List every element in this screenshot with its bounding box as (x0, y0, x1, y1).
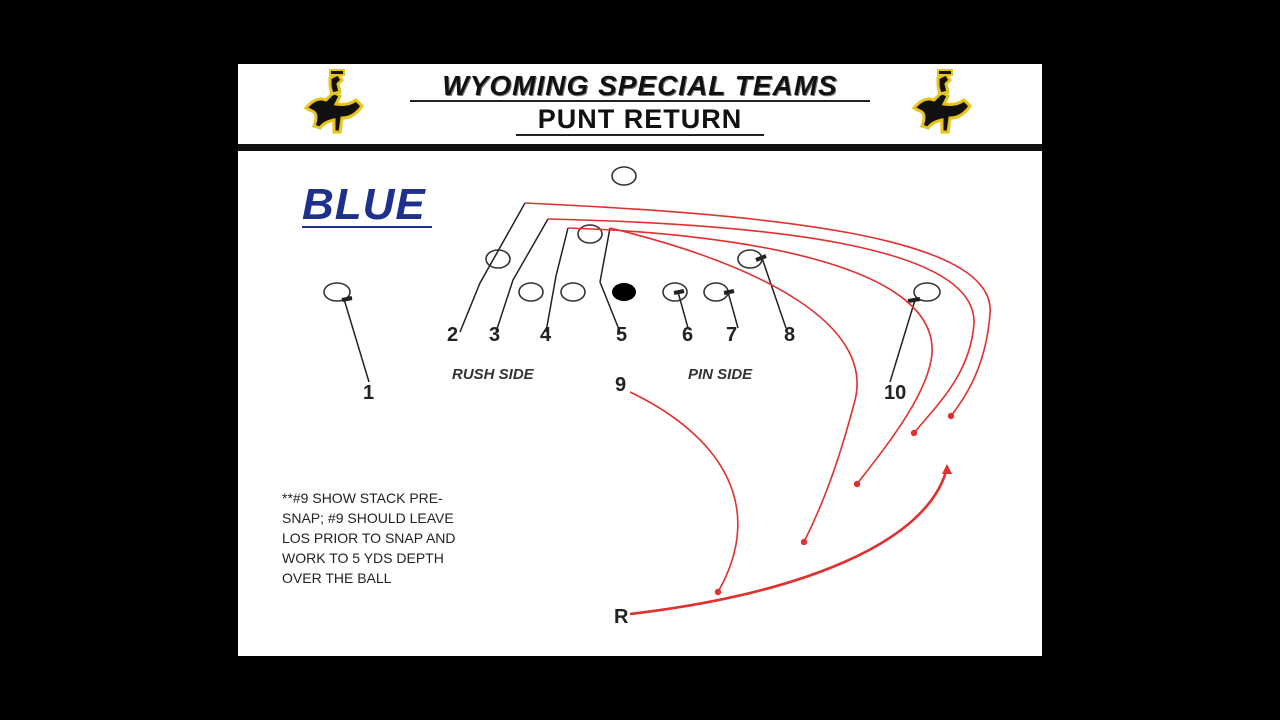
route-endpoints (942, 464, 952, 474)
bucking-horse-logo-right (911, 69, 972, 134)
pin-side-label: PIN SIDE (688, 366, 753, 383)
player-10-label: 10 (884, 382, 907, 404)
route-player-4 (567, 227, 933, 488)
block-marks (341, 254, 921, 303)
player-9-label: 9 (615, 374, 627, 396)
line-player-6 (677, 291, 689, 329)
player-8-label: 8 (784, 324, 796, 346)
line-player-1 (343, 298, 370, 383)
header-subtitle-underline (516, 134, 764, 136)
return-routes (524, 202, 991, 616)
returner-label: R (614, 606, 629, 628)
player-2-label: 2 (447, 324, 459, 346)
gunner-left-oval (323, 282, 351, 302)
guard-right-oval (662, 282, 688, 302)
player-3-label: 3 (489, 324, 501, 346)
slide: WYOMING SPECIAL TEAMS PUNT RETURN (238, 64, 1042, 656)
assignment-lines (343, 202, 916, 383)
line-player-7 (727, 291, 739, 329)
gunner-right-oval (913, 282, 941, 302)
player-5-label: 5 (616, 324, 628, 346)
play-diagram (323, 166, 991, 616)
player-7-label: 7 (726, 324, 738, 346)
rush-side-label: RUSH SIDE (452, 366, 534, 383)
line-player-2 (459, 202, 526, 333)
punter-oval (611, 166, 637, 186)
formation-name-underline (302, 226, 432, 228)
route-player-9 (629, 391, 739, 596)
personal-protector-oval (577, 224, 603, 244)
formation-name: BLUE (302, 180, 426, 229)
bucking-horse-logo-left (303, 69, 364, 134)
route-player-2 (524, 202, 991, 420)
line-player-10 (889, 299, 916, 383)
tackle-left-oval (518, 282, 544, 302)
route-returner (629, 467, 949, 616)
line-player-4 (545, 227, 569, 333)
line-player-5 (599, 227, 621, 333)
line-player-8 (761, 257, 787, 329)
header: WYOMING SPECIAL TEAMS PUNT RETURN (238, 64, 1042, 144)
player-4-label: 4 (540, 324, 552, 346)
header-divider (238, 144, 1042, 151)
header-subtitle: PUNT RETURN (537, 104, 743, 134)
line-player-3 (495, 218, 549, 333)
player-1-label: 1 (363, 382, 375, 404)
center-snapper-filled (612, 283, 636, 301)
header-title: WYOMING SPECIAL TEAMS (442, 70, 838, 101)
route-player-3 (547, 218, 975, 437)
player-6-label: 6 (682, 324, 694, 346)
header-title-underline (410, 100, 870, 102)
route-player-5 (609, 227, 858, 546)
coaching-note: **#9 SHOW STACK PRE- SNAP; #9 SHOULD LEA… (282, 490, 456, 586)
guard-left-oval (560, 282, 586, 302)
